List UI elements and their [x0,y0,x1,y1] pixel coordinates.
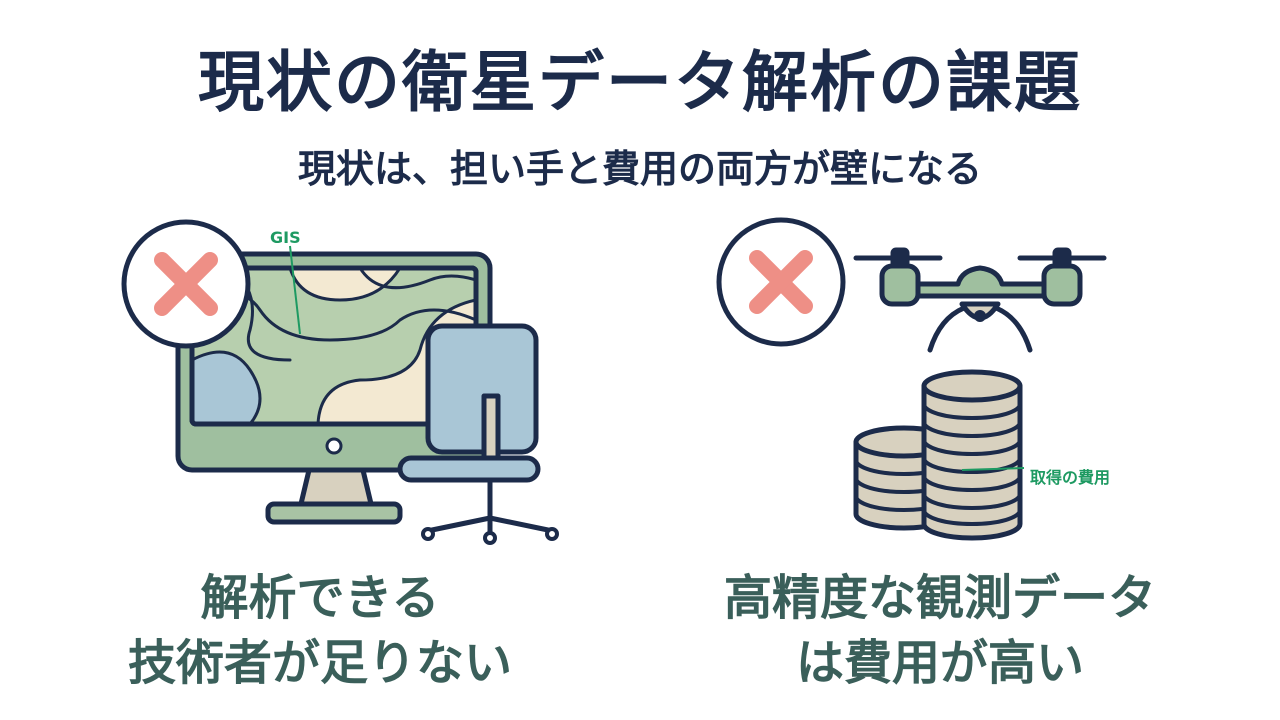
right-caption-line1: 高精度な観測データ [723,570,1156,626]
cost-callout-line [961,467,1025,471]
right-caption: 高精度な観測データ は費用が高い [660,566,1220,696]
left-caption-line1: 解析できる [200,570,440,626]
coin-stack-icon [853,369,1023,541]
cost-callout-label: 取得の費用 [1030,468,1111,487]
x-mark-icon [716,217,846,347]
page-title: 現状の衛星データ解析の課題 [198,44,1082,121]
left-caption-line2: 技術者が足りない [127,634,512,691]
x-mark-icon [121,219,251,349]
page-subtitle: 現状は、担い手と費用の両方が壁になる [297,147,982,191]
right-caption-line2: は費用が高い [795,634,1084,691]
gis-callout-line [289,245,301,335]
gis-callout-label: GIS [270,228,301,247]
office-chair-icon [397,323,559,545]
drone-icon [853,247,1107,353]
left-caption: 解析できる 技術者が足りない [80,566,560,696]
